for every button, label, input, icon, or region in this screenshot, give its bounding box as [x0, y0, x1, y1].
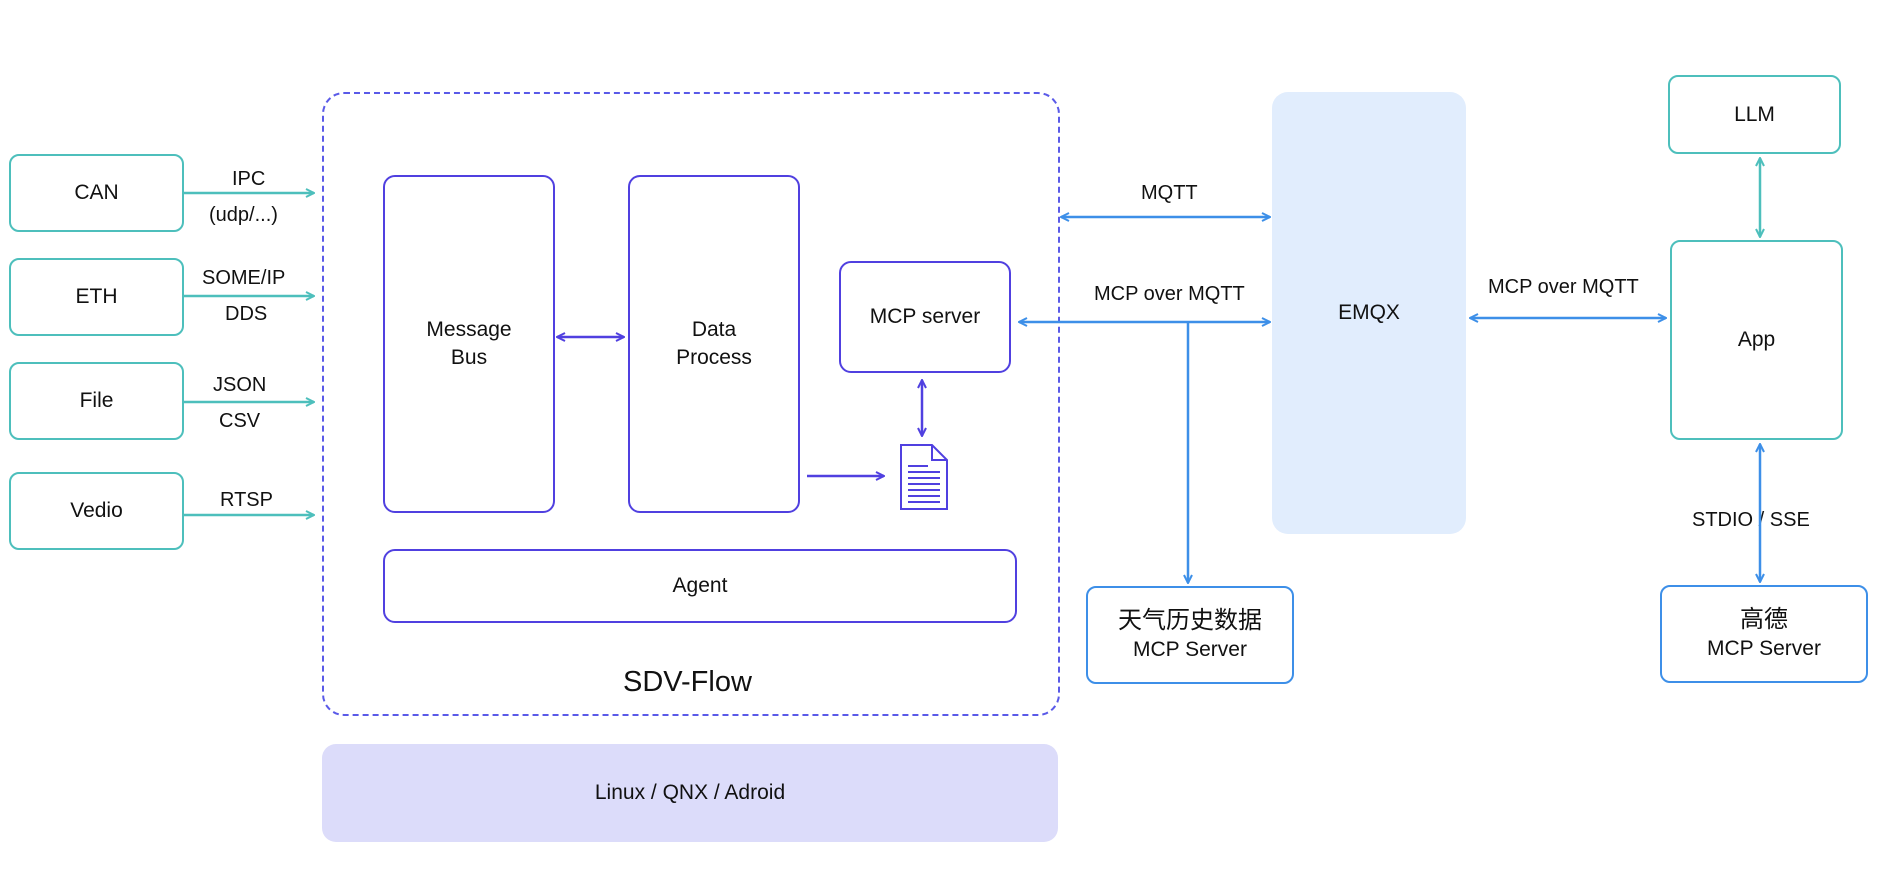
amap-server-label-line2: MCP Server: [1707, 636, 1821, 660]
mcp-server-box: MCP server: [839, 261, 1011, 373]
mcp-server-label: MCP server: [869, 305, 981, 328]
input-video-box: Vedio: [9, 472, 184, 550]
emqx-label: EMQX: [1338, 301, 1400, 324]
llm-box: LLM: [1668, 75, 1841, 154]
protocol-can-top: IPC: [232, 168, 266, 190]
protocol-file-top: JSON: [213, 374, 267, 396]
os-platform-bar: Linux / QNX / Adroid: [322, 744, 1058, 842]
os-platform-label: Linux / QNX / Adroid: [594, 781, 786, 804]
llm-label: LLM: [1734, 102, 1775, 126]
input-file-label: File: [79, 389, 114, 412]
mqtt-link-label: MQTT: [1141, 182, 1198, 204]
input-eth-box: ETH: [9, 258, 184, 336]
mcp-over-mqtt-left-label: MCP over MQTT: [1094, 283, 1245, 305]
amap-server-label-line1: 高德: [1739, 605, 1788, 633]
amap-mcp-server-box: 高德 MCP Server: [1660, 585, 1868, 683]
app-label: App: [1737, 328, 1776, 351]
protocol-can-bottom: (udp/...): [209, 204, 278, 226]
protocol-file-bottom: CSV: [219, 410, 261, 432]
input-video-label: Vedio: [70, 499, 123, 522]
protocol-video-top: RTSP: [220, 489, 273, 511]
weather-server-label-line2: MCP Server: [1133, 637, 1247, 661]
sdv-flow-title: SDV-Flow: [623, 666, 752, 698]
input-file-box: File: [9, 362, 184, 440]
data-process-label-line1: Data: [691, 318, 737, 341]
message-bus-label-line2: Bus: [450, 346, 488, 369]
stdio-sse-label: STDIO / SSE: [1692, 509, 1810, 531]
agent-box: Agent: [383, 549, 1017, 623]
protocol-eth-bottom: DDS: [225, 303, 268, 325]
message-bus-label-line1: Message: [426, 318, 512, 341]
weather-server-label-line1: 天气历史数据: [1118, 606, 1262, 634]
input-can-label: CAN: [74, 181, 119, 204]
data-process-label-line2: Process: [676, 346, 752, 369]
app-box: App: [1670, 240, 1843, 440]
weather-mcp-server-box: 天气历史数据 MCP Server: [1086, 586, 1294, 684]
document-icon: [900, 444, 948, 510]
agent-label: Agent: [672, 574, 728, 597]
mcp-over-mqtt-right-label: MCP over MQTT: [1488, 276, 1639, 298]
input-can-box: CAN: [9, 154, 184, 232]
emqx-broker: EMQX: [1272, 92, 1466, 534]
sdv-flow-container: [322, 92, 1060, 716]
input-eth-label: ETH: [75, 285, 118, 308]
protocol-eth-top: SOME/IP: [202, 267, 286, 289]
